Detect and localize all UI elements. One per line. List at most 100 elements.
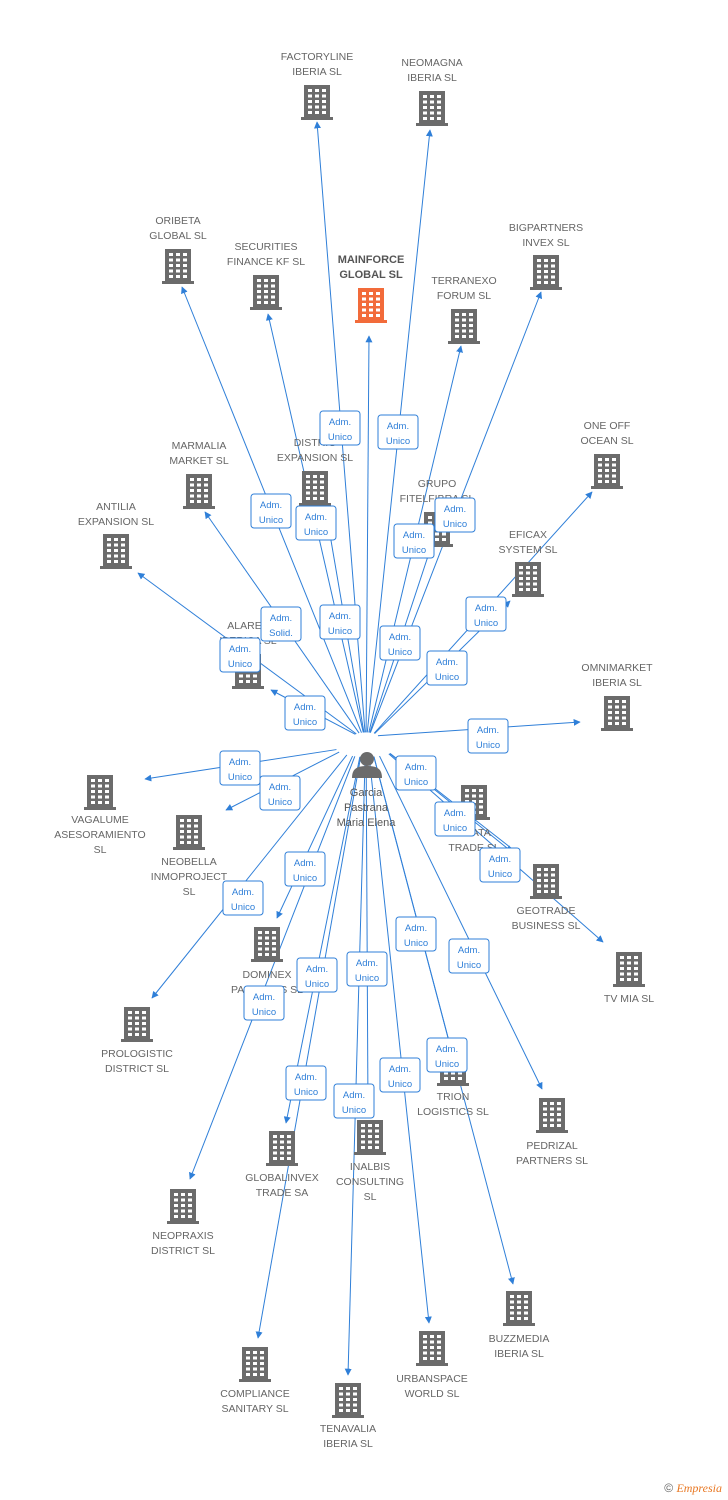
company-node-factoryline[interactable]: FACTORYLINE IBERIA SL [281, 51, 354, 120]
building-icon[interactable] [416, 1331, 448, 1366]
building-icon[interactable] [503, 1291, 535, 1326]
building-icon[interactable] [173, 815, 205, 850]
company-name-line[interactable]: BIGPARTNERS [509, 222, 583, 234]
company-name-line[interactable]: VAGALUME [71, 814, 129, 826]
company-name-line[interactable]: FINANCE KF SL [227, 256, 305, 268]
company-name-line[interactable]: CONSULTING [336, 1176, 404, 1188]
company-name-line[interactable]: IBERIA SL [494, 1348, 544, 1360]
company-name-line[interactable]: FORUM SL [437, 290, 491, 302]
building-icon[interactable] [416, 91, 448, 126]
company-name-line[interactable]: OMNIMARKET [581, 662, 653, 674]
company-node-securities[interactable]: SECURITIES FINANCE KF SL [227, 241, 305, 310]
company-name-line[interactable]: MARKET SL [169, 455, 228, 467]
company-name-line[interactable]: IBERIA SL [592, 677, 642, 689]
company-name-line[interactable]: TENAVALIA [320, 1423, 376, 1435]
company-name-line[interactable]: TERRANEXO [431, 275, 496, 287]
building-icon[interactable] [536, 1098, 568, 1133]
company-node-vagalume[interactable]: VAGALUME ASESORAMIENTO SL [54, 775, 146, 856]
building-icon[interactable] [613, 952, 645, 987]
company-node-mainforce[interactable]: MAINFORCE GLOBAL SL [338, 254, 405, 323]
company-name-line[interactable]: ASESORAMIENTO [54, 829, 145, 841]
company-name-line[interactable]: WORLD SL [405, 1388, 460, 1400]
company-node-neomagna[interactable]: NEOMAGNA IBERIA SL [401, 57, 463, 126]
company-name-line[interactable]: IBERIA SL [292, 66, 342, 78]
company-node-geotrade[interactable]: GEOTRADE BUSINESS SL [512, 864, 581, 932]
company-name-line[interactable]: TV MIA SL [604, 993, 654, 1005]
company-name-line[interactable]: BUZZMEDIA [489, 1333, 550, 1345]
company-node-bigpartners[interactable]: BIGPARTNERS INVEX SL [509, 222, 583, 290]
company-name-line[interactable]: INVEX SL [522, 237, 569, 249]
building-icon[interactable] [530, 864, 562, 899]
building-icon[interactable] [250, 275, 282, 310]
building-icon[interactable] [601, 696, 633, 731]
company-name-line[interactable]: TRION [437, 1091, 470, 1103]
company-node-prologistic[interactable]: PROLOGISTIC DISTRICT SL [101, 1007, 173, 1075]
brand-logo[interactable]: Empresia [676, 1481, 722, 1495]
building-icon[interactable] [512, 562, 544, 597]
person-icon[interactable] [352, 752, 382, 778]
person-name-line[interactable]: Maria Elena [337, 817, 397, 829]
company-name-line[interactable]: EXPANSION SL [277, 452, 353, 464]
company-node-omnimarket[interactable]: OMNIMARKET IBERIA SL [581, 662, 653, 731]
company-name-line[interactable]: SL [364, 1191, 377, 1203]
company-name-line[interactable]: EXPANSION SL [78, 516, 154, 528]
person-name-line[interactable]: Garcia [350, 787, 383, 799]
company-node-oneoff[interactable]: ONE OFF OCEAN SL [580, 420, 634, 489]
building-icon[interactable] [100, 534, 132, 569]
company-name-line[interactable]: IBERIA SL [323, 1438, 373, 1450]
building-icon[interactable] [162, 249, 194, 284]
company-name-line[interactable]: ORIBETA [155, 215, 200, 227]
company-name-line[interactable]: DOMINEX [242, 969, 291, 981]
company-name-line[interactable]: ALARES [227, 620, 268, 632]
company-name-line[interactable]: TRADE SA [256, 1187, 309, 1199]
company-name-line[interactable]: DISTRICT SL [151, 1245, 215, 1257]
company-name-line[interactable]: FACTORYLINE [281, 51, 354, 63]
building-icon[interactable] [354, 1120, 386, 1155]
company-name-line[interactable]: DISTRICT SL [105, 1063, 169, 1075]
company-name-line[interactable]: NEOPRAXIS [152, 1230, 213, 1242]
building-icon[interactable] [167, 1189, 199, 1224]
company-name-line[interactable]: OCEAN SL [580, 435, 633, 447]
building-icon[interactable] [299, 471, 331, 506]
company-node-urbanspace[interactable]: URBANSPACE WORLD SL [396, 1331, 468, 1400]
company-name-line[interactable]: GLOBAL SL [339, 269, 403, 281]
company-name-line[interactable]: BUSINESS SL [512, 920, 581, 932]
company-name-line[interactable]: NEOBELLA [161, 856, 216, 868]
building-icon[interactable] [121, 1007, 153, 1042]
company-node-terranexo[interactable]: TERRANEXO FORUM SL [431, 275, 497, 344]
company-name-line[interactable]: GEOTRADE [517, 905, 576, 917]
building-icon[interactable] [251, 927, 283, 962]
building-icon[interactable] [266, 1131, 298, 1166]
building-icon[interactable] [591, 454, 623, 489]
company-name-line[interactable]: MAINFORCE [338, 254, 405, 266]
company-name-line[interactable]: SL [94, 844, 107, 856]
building-icon[interactable] [448, 309, 480, 344]
company-node-tenavalia[interactable]: TENAVALIA IBERIA SL [320, 1383, 376, 1450]
building-icon[interactable] [183, 474, 215, 509]
company-name-line[interactable]: PARTNERS SL [516, 1155, 588, 1167]
company-name-line[interactable]: URBANSPACE [396, 1373, 468, 1385]
company-name-line[interactable]: MARMALIA [172, 440, 227, 452]
company-name-line[interactable]: LOGISTICS SL [417, 1106, 489, 1118]
company-name-line[interactable]: SECURITIES [234, 241, 297, 253]
company-name-line[interactable]: NEOMAGNA [401, 57, 462, 69]
company-node-tvmia[interactable]: TV MIA SL [604, 952, 654, 1005]
company-node-neopraxis[interactable]: NEOPRAXIS DISTRICT SL [151, 1189, 215, 1257]
company-name-line[interactable]: INALBIS [350, 1161, 390, 1173]
building-icon[interactable] [84, 775, 116, 810]
building-icon[interactable] [530, 255, 562, 290]
company-name-line[interactable]: ONE OFF [584, 420, 631, 432]
company-name-line[interactable]: SYSTEM SL [499, 544, 558, 556]
company-name-line[interactable]: IBERIA SL [407, 72, 457, 84]
company-name-line[interactable]: COMPLIANCE [220, 1388, 289, 1400]
person-name-line[interactable]: Pastrana [344, 802, 389, 814]
company-name-line[interactable]: PROLOGISTIC [101, 1048, 173, 1060]
